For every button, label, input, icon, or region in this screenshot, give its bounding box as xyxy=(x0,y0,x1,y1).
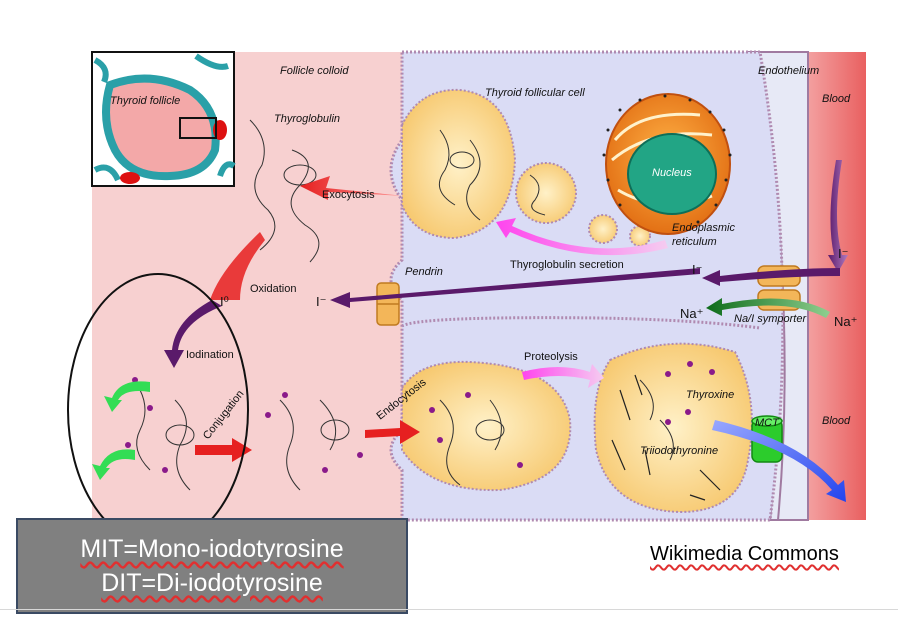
label-reticulum: reticulum xyxy=(672,236,717,248)
label-thyroid-follicle: Thyroid follicle xyxy=(110,95,180,107)
endocytosis-arrow xyxy=(365,420,420,444)
secretory-vesicle-medium xyxy=(588,214,618,244)
bottom-divider xyxy=(0,609,898,610)
label-i-zero: I⁰ xyxy=(220,294,229,309)
exocytosis-arrow xyxy=(300,176,405,200)
exocytosis-vesicle xyxy=(401,88,517,240)
label-endothelium: Endothelium xyxy=(758,65,819,77)
label-exocytosis: Exocytosis xyxy=(322,189,375,201)
label-i-minus-blood: I⁻ xyxy=(838,246,848,261)
thyroglobulin-secretion-arrow xyxy=(496,218,668,256)
label-proteolysis: Proteolysis xyxy=(524,351,578,363)
secretory-vesicle-small xyxy=(629,225,651,247)
label-endoplasmic: Endoplasmic xyxy=(672,222,735,234)
er-ribosome-dots xyxy=(602,94,732,224)
label-pendrin: Pendrin xyxy=(405,266,443,278)
endocytosis-vesicle xyxy=(401,360,572,492)
oxidation-arrow-colloid xyxy=(330,268,700,308)
label-thyroxine: Thyroxine xyxy=(686,389,734,401)
secretory-vesicle-large xyxy=(515,162,577,224)
label-na-plus-cell: Na⁺ xyxy=(680,306,703,321)
conjugation-arrow xyxy=(195,438,252,462)
hormone-release-arrow xyxy=(712,420,846,502)
label-i-minus-colloid: I⁻ xyxy=(316,294,326,309)
label-iodination: Iodination xyxy=(186,349,234,361)
cell-internal-divider xyxy=(401,316,761,330)
iodine-atoms xyxy=(125,361,715,473)
iodination-green-arrow-1 xyxy=(104,381,150,412)
iodine-red-funnel xyxy=(210,232,265,300)
label-na-i-symporter: Na/I symporter xyxy=(734,313,807,325)
thyroid-follicle-inset xyxy=(91,51,236,187)
iodide-entry-arrow xyxy=(828,160,848,272)
label-i-minus-cell: I⁻ xyxy=(692,262,702,277)
lysosome-fragments xyxy=(611,374,721,501)
label-blood-top: Blood xyxy=(822,93,851,105)
thyroglobulin-structures xyxy=(136,119,674,491)
sodium-symporter-arrow xyxy=(706,298,830,318)
nucleus xyxy=(627,133,717,215)
blood-vessel-region xyxy=(808,52,866,520)
legend-mit: MIT=Mono-iodotyrosine xyxy=(80,535,344,563)
iodination-green-arrow-2 xyxy=(92,449,135,480)
label-thyroglobulin-secretion: Thyroglobulin secretion xyxy=(510,259,624,271)
label-triiodothyronine: Triiodothyronine xyxy=(640,445,718,457)
label-mct: MCT xyxy=(755,417,780,429)
image-credit: Wikimedia Commons xyxy=(650,543,839,565)
legend-box: MIT=Mono-iodotyrosine DIT=Di-iodotyrosin… xyxy=(16,518,408,614)
label-thyroglobulin: Thyroglobulin xyxy=(274,113,340,125)
label-oxidation: Oxidation xyxy=(250,283,296,295)
iodination-arrow xyxy=(164,300,222,368)
legend-dit: DIT=Di-iodotyrosine xyxy=(101,569,323,597)
label-blood-bottom: Blood xyxy=(822,415,851,427)
label-na-plus-blood: Na⁺ xyxy=(834,314,857,329)
iodide-symporter-arrow xyxy=(702,268,840,286)
label-follicle-colloid: Follicle colloid xyxy=(280,65,349,77)
label-nucleus: Nucleus xyxy=(652,167,692,179)
lysosome-vesicle xyxy=(593,342,753,514)
label-thyroid-follicular-cell: Thyroid follicular cell xyxy=(485,87,585,99)
proteolysis-arrow xyxy=(522,364,604,388)
